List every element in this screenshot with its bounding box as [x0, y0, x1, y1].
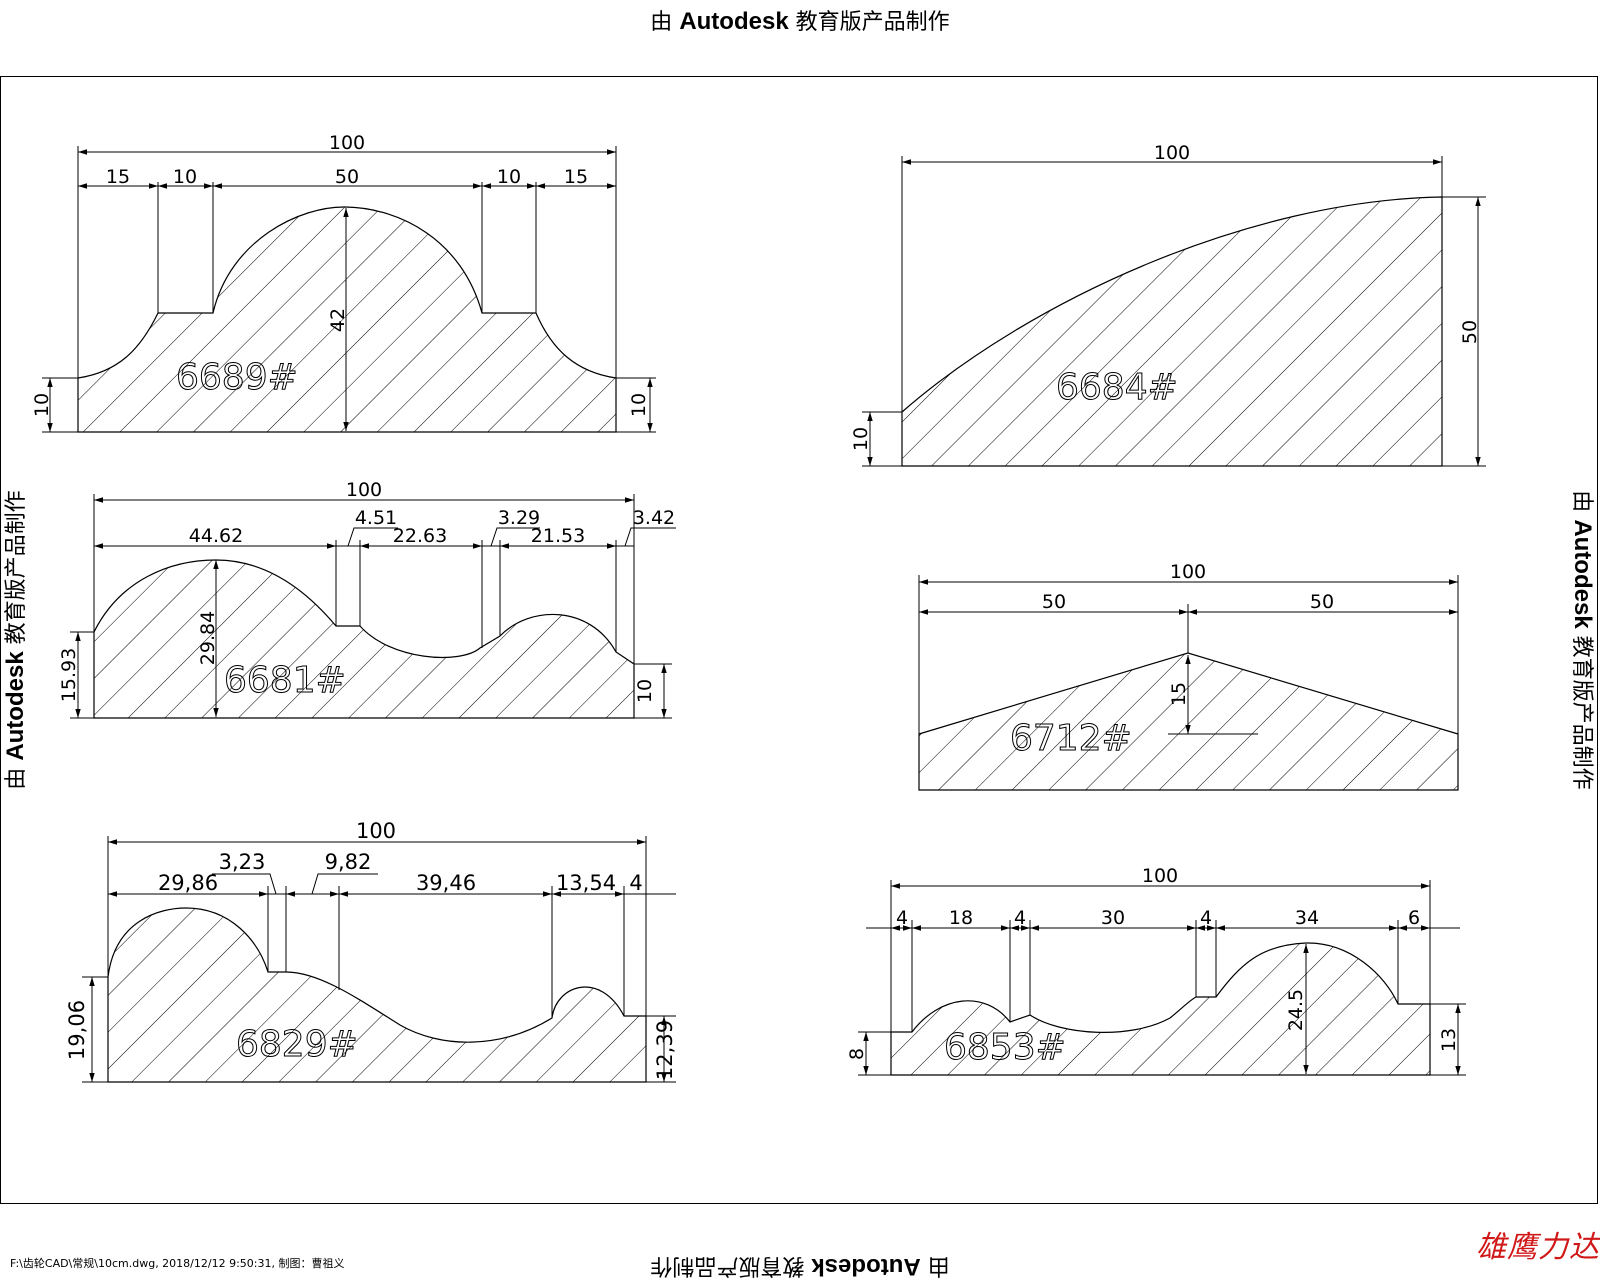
dim-label: 15.93 [58, 648, 80, 702]
profile-6684: 100 50 10 6684# [850, 142, 1486, 467]
dim-label: 6 [1408, 907, 1420, 929]
dim-label: 10 [31, 393, 53, 417]
drawing-frame [0, 76, 1598, 1204]
dim-label: 3.42 [633, 507, 675, 529]
dim-label: 10 [634, 679, 656, 703]
dim-label: 10 [850, 427, 872, 451]
profile-6689: 100 15 10 50 10 15 42 10 10 6689# [31, 132, 656, 433]
dim-label: 9,82 [325, 850, 372, 874]
watermark-suffix: 教育版产品制作 [795, 10, 950, 35]
profile-shape [901, 196, 1443, 467]
dim-label: 13 [1438, 1028, 1460, 1052]
dim-label: 42 [327, 308, 349, 332]
profile-6829: 100 29,86 3,23 9,82 39,46 13,54 4 19,06 … [65, 819, 677, 1083]
dim-label: 50 [335, 166, 359, 188]
brand-logo: 雄鹰力达TM [1476, 1222, 1600, 1266]
profile-id: 6684# [1056, 367, 1178, 408]
dim-label: 10 [497, 166, 521, 188]
dim-label: 15 [106, 166, 130, 188]
dim-label: 39,46 [416, 871, 476, 895]
dim-label: 21.53 [531, 525, 585, 547]
dim-label: 3,23 [219, 850, 266, 874]
watermark-brand: Autodesk [679, 8, 789, 35]
dim-label: 100 [356, 819, 396, 843]
profile-6681: 100 44.62 4.51 22.63 3.29 21.53 3.42 29.… [58, 479, 676, 719]
dim-label: 29.84 [197, 611, 219, 665]
dim-label: 4 [629, 871, 642, 895]
profile-id: 6712# [1010, 718, 1132, 759]
profile-shape [93, 559, 635, 719]
dim-label: 44.62 [189, 525, 243, 547]
dim-label: 4.51 [355, 507, 397, 529]
dim-label: 4 [1200, 907, 1212, 929]
dim-label: 10 [173, 166, 197, 188]
dim-label: 22.63 [393, 525, 447, 547]
dim-label: 100 [329, 132, 365, 154]
dim-label: 100 [346, 479, 382, 501]
dim-label: 3.29 [498, 507, 540, 529]
watermark-prefix: 由 [650, 10, 673, 35]
dim-label: 15 [1168, 682, 1190, 706]
logo-text: 雄鹰力达 [1476, 1230, 1600, 1265]
dim-label: 10 [628, 393, 650, 417]
profile-shape [107, 907, 647, 1083]
dim-label: 34 [1295, 907, 1319, 929]
profile-id: 6829# [236, 1024, 358, 1065]
dim-label: 15 [564, 166, 588, 188]
dim-label: 30 [1101, 907, 1125, 929]
profile-id: 6853# [944, 1027, 1066, 1068]
dim-label: 12,39 [653, 1020, 677, 1080]
dim-label: 19,06 [65, 1000, 89, 1060]
profile-6853: 100 4 18 4 30 4 34 6 24.5 8 13 6853# [846, 865, 1466, 1076]
dim-label: 100 [1154, 142, 1190, 164]
dim-label: 50 [1459, 320, 1481, 344]
file-info-footer: F:\齿轮CAD\常规\10cm.dwg, 2018/12/12 9:50:31… [10, 1257, 345, 1270]
dim-label: 13,54 [556, 871, 616, 895]
dim-label: 100 [1142, 865, 1178, 887]
dim-label: 18 [949, 907, 973, 929]
profile-6712: 100 50 50 15 6712# [918, 561, 1459, 791]
watermark-top: 由 Autodesk 教育版产品制作 [0, 4, 1600, 36]
profile-id: 6681# [224, 660, 346, 701]
dim-label: 8 [846, 1048, 868, 1060]
dim-label: 100 [1170, 561, 1206, 583]
profile-shape [890, 942, 1431, 1076]
dim-label: 24.5 [1285, 989, 1307, 1031]
dim-label: 4 [1014, 907, 1026, 929]
dim-label: 50 [1310, 591, 1334, 613]
dim-label: 29,86 [158, 871, 218, 895]
dim-label: 4 [896, 907, 908, 929]
profile-id: 6689# [176, 357, 298, 398]
dim-label: 50 [1042, 591, 1066, 613]
